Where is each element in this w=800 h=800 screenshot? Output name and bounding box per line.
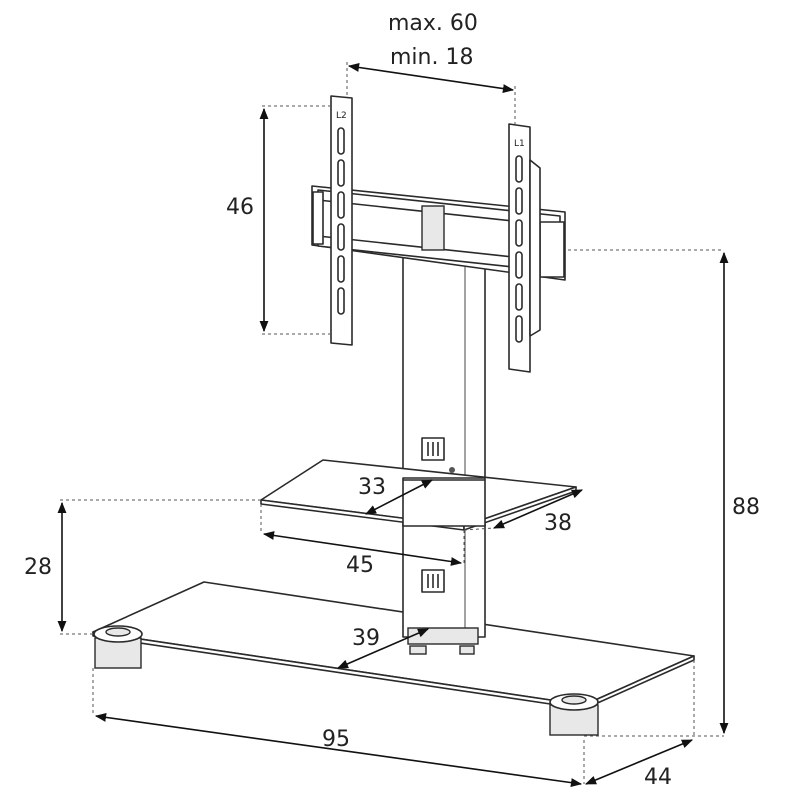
base-side-label: 44 — [644, 765, 672, 790]
vesa-rail-left: L2 — [330, 95, 353, 346]
mount-frame — [311, 185, 566, 281]
dimension-base-side — [584, 739, 694, 785]
glass-shelf — [260, 459, 577, 531]
dimension-base-depth — [336, 628, 430, 669]
dimension-shelf-depth — [365, 479, 433, 515]
vesa-max-label: max. 60 — [388, 11, 478, 36]
bracket-height-label: 46 — [226, 195, 254, 220]
dimension-shelf-height — [57, 499, 261, 635]
vesa-rail-right: L1 — [508, 123, 541, 373]
dimension-shelf-side — [463, 489, 584, 531]
svg-text:L2: L2 — [336, 111, 347, 121]
base-foot-front-right — [549, 693, 599, 736]
svg-text:L1: L1 — [514, 139, 525, 149]
base-width-label: 95 — [322, 727, 350, 752]
dimension-vesa-width — [346, 62, 516, 124]
dimension-total-height — [568, 249, 729, 737]
stand-column — [402, 254, 486, 655]
vesa-min-label: min. 18 — [390, 45, 473, 70]
dimension-shelf-width — [260, 504, 465, 566]
total-height-label: 88 — [732, 495, 760, 520]
shelf-depth-label: 33 — [358, 475, 386, 500]
shelf-height-label: 28 — [24, 555, 52, 580]
shelf-width-label: 45 — [346, 553, 374, 578]
dimension-base-width — [92, 668, 585, 788]
base-depth-label: 39 — [352, 626, 380, 651]
base-foot-front-left — [93, 625, 143, 669]
glass-base — [92, 581, 695, 710]
shelf-side-label: 38 — [544, 511, 572, 536]
dimension-bracket-height — [259, 105, 331, 335]
